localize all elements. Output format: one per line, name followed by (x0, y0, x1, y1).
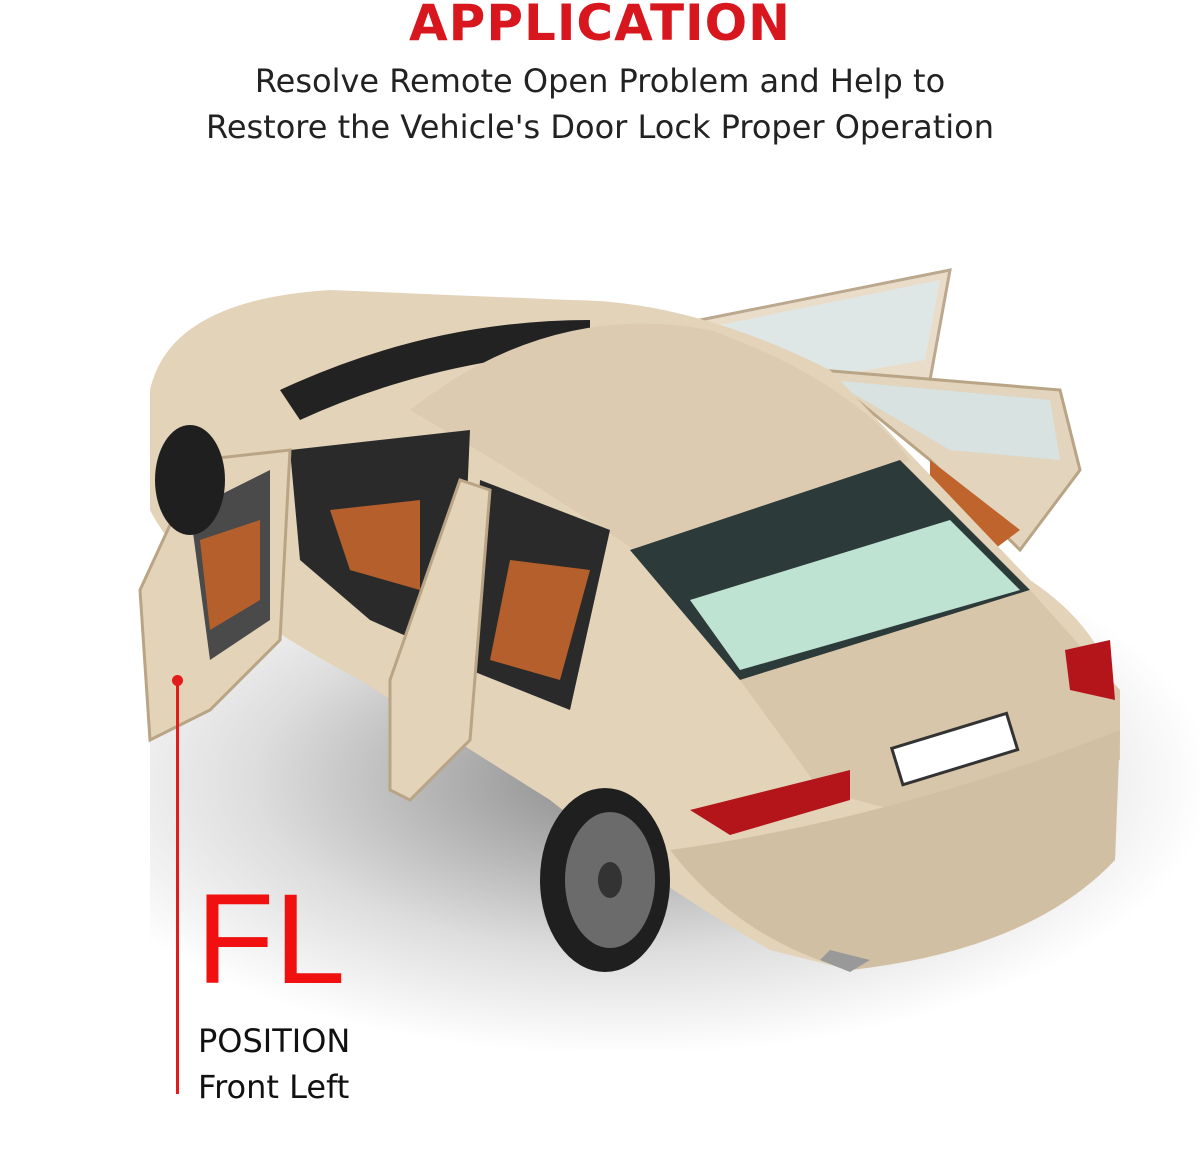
page-title: APPLICATION (408, 0, 792, 52)
car-illustration (138, 268, 1120, 972)
position-name: Front Left (198, 1068, 350, 1106)
position-heading: POSITION (198, 1022, 351, 1060)
position-label: POSITION Front Left (198, 1018, 350, 1110)
subtitle: Resolve Remote Open Problem and Help to … (0, 58, 1200, 150)
position-code: FL (196, 868, 346, 1011)
subtitle-line-1: Resolve Remote Open Problem and Help to (254, 62, 946, 100)
callout-line (176, 680, 179, 1094)
callout-dot (172, 675, 183, 686)
subtitle-line-2: Restore the Vehicle's Door Lock Proper O… (206, 108, 994, 146)
